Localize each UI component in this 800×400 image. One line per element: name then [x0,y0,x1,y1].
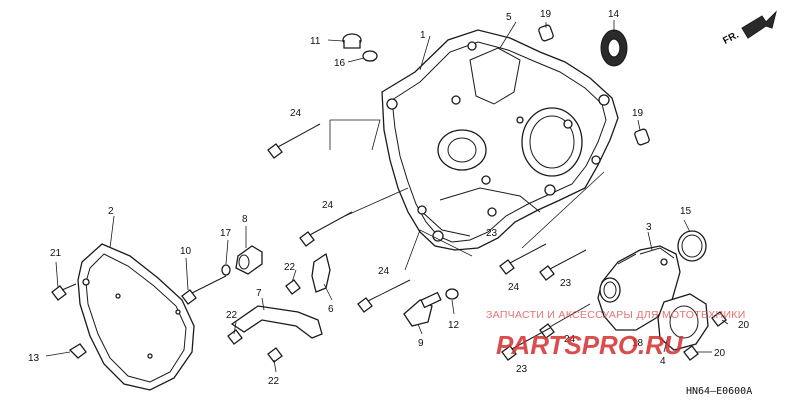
part-label: 19 [632,108,644,119]
part-label: 10 [180,246,192,257]
part-label: 18 [632,338,644,349]
washer [221,264,231,276]
watermark: ЗАПЧАСТИ И АКСЕССУАРЫ ДЛЯ МОТОТЕХНИКИ PA… [486,309,746,360]
sealing-washer [445,288,459,300]
oil-seal [600,29,628,67]
part-label: 24 [290,108,302,119]
dowel-pin [634,128,650,146]
part-label: 22 [268,376,280,387]
part-label: 3 [646,222,652,233]
o-ring-inner [681,234,703,258]
part-label: 1 [420,30,426,41]
damper-collar [235,245,263,275]
side-cover [77,243,195,391]
part-label: 20 [714,348,726,359]
part-label: 17 [220,228,232,239]
front-direction-arrow: FR. [721,10,777,47]
part-label: 6 [328,304,334,315]
part-label: 23 [486,228,498,239]
part-label: 14 [608,9,620,20]
part-label: 5 [506,12,512,23]
part-label: 23 [560,278,572,289]
water-pump-housing [597,245,681,331]
sensor-bracket [311,252,331,293]
watermark-logo: PARTSPRO.RU [496,330,684,360]
part-label: 23 [516,364,528,375]
part-label: 2 [108,206,114,217]
part-label: 8 [242,214,248,225]
crankcase-cover [381,29,619,251]
part-label: 12 [448,320,460,331]
part-label: 11 [310,36,321,47]
part-label: 24 [564,334,576,345]
part-label: 24 [378,266,390,277]
bolts [51,123,727,363]
part-label: 4 [660,356,666,367]
watermark-caption: ЗАПЧАСТИ И АКСЕССУАРЫ ДЛЯ МОТОТЕХНИКИ [486,309,746,321]
part-label: 9 [418,338,424,349]
part-label: 22 [226,310,238,321]
direction-label: FR. [721,29,741,46]
part-label: 21 [50,248,62,259]
part-label: 22 [284,262,296,273]
pump-gasket [657,293,709,351]
part-label: 13 [28,353,40,364]
speed-sensor [403,291,442,327]
part-label: 7 [256,288,262,299]
part-label: 20 [738,320,750,331]
part-label: 24 [322,200,334,211]
part-label: 19 [540,9,552,20]
part-label: 16 [334,58,346,69]
dowel-pin [538,24,554,42]
bracket [230,305,323,339]
diagram-code: HN64—E0600A [686,386,752,397]
part-number-labels: 1 2 3 4 5 6 7 8 9 10 11 12 13 14 15 16 1… [28,9,750,387]
oil-filler-plug [342,33,378,62]
leader-lines [45,20,729,373]
part-label: 15 [680,206,692,217]
part-label: 24 [508,282,520,293]
